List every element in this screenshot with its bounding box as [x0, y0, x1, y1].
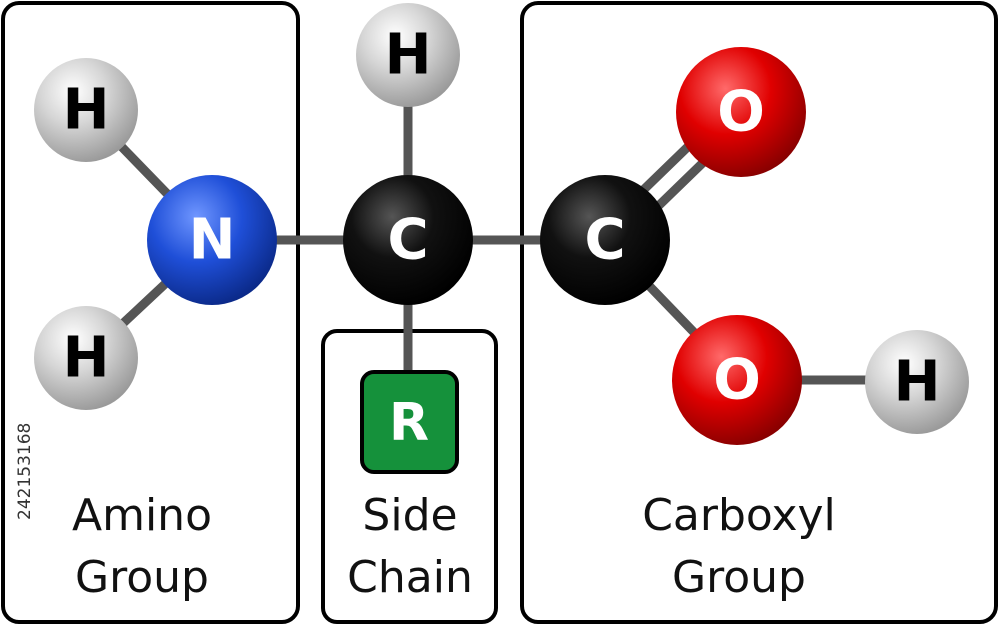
carboxyl-group-label-line2: Group [672, 552, 806, 603]
atom-label: C [387, 208, 428, 273]
atom-alpha-carbon: C [343, 175, 473, 305]
atom-hydroxyl-h: H [865, 330, 969, 434]
side-chain-label-line2: Chain [347, 552, 473, 603]
atom-label: N [189, 208, 236, 273]
atom-hydroxyl-oxygen: O [672, 315, 802, 445]
atom-label: H [894, 350, 941, 415]
atom-amino-h-bottom: H [34, 306, 138, 410]
atom-nitrogen: N [147, 175, 277, 305]
side-chain-label-line1: Side [362, 490, 457, 541]
atom-label: H [63, 78, 110, 143]
atom-label: O [713, 348, 761, 413]
atom-amino-h-top: H [34, 58, 138, 162]
carboxyl-group-box [520, 1, 998, 624]
atom-r-group: R [360, 370, 459, 474]
atom-label: C [584, 208, 625, 273]
stock-id-watermark: 242153168 [15, 423, 35, 520]
atom-label: O [717, 80, 765, 145]
atom-label: H [63, 326, 110, 391]
atom-carbonyl-oxygen: O [676, 47, 806, 177]
amino-group-box [1, 1, 300, 624]
atom-carboxyl-carbon: C [540, 175, 670, 305]
atom-label: R [389, 393, 429, 453]
amino-group-label-line2: Group [75, 552, 209, 603]
amino-group-label-line1: Amino [72, 490, 212, 541]
atom-alpha-h: H [356, 3, 460, 107]
carboxyl-group-label-line1: Carboxyl [642, 490, 836, 541]
atom-label: H [385, 23, 432, 88]
